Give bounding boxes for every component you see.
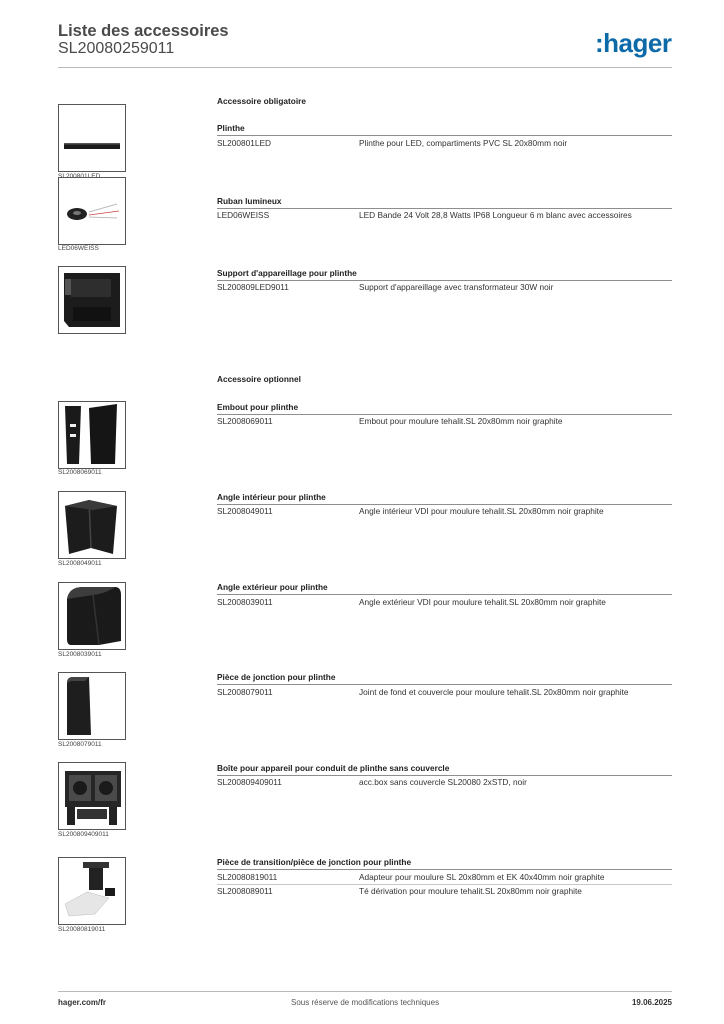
row-description: Joint de fond et couvercle pour moulure … bbox=[359, 687, 629, 697]
image-caption: SL20080790​11 bbox=[58, 741, 102, 748]
row-reference: SL20080490​11 bbox=[217, 506, 273, 516]
image-caption: SL20080490​11 bbox=[58, 560, 102, 567]
footer-website-link[interactable]: hager.com/fr bbox=[58, 998, 107, 1007]
product-image-jonction bbox=[58, 672, 126, 740]
hager-logo: :hager bbox=[595, 28, 672, 58]
image-caption: LED06WEISS bbox=[58, 245, 99, 252]
section-optional-title: Accessoire optionnel bbox=[217, 374, 301, 384]
product-image-ruban bbox=[58, 177, 126, 245]
row-reference: LED06WEISS bbox=[217, 210, 270, 220]
product-image-plinthe bbox=[58, 104, 126, 172]
group-title-plinthe: Plinthe bbox=[217, 123, 672, 136]
product-image-angle-interieur bbox=[58, 491, 126, 559]
row-reference: SL200801LED bbox=[217, 138, 271, 148]
row-description: Angle intérieur VDI pour moulure tehalit… bbox=[359, 506, 604, 516]
table-row: SL20080819011 Adapteur pour moulure SL 2… bbox=[217, 872, 672, 885]
image-caption: SL200801LED bbox=[58, 173, 100, 180]
product-image-transition bbox=[58, 857, 126, 925]
product-image-embout bbox=[58, 401, 126, 469]
row-description: Plinthe pour LED, compartiments PVC SL 2… bbox=[359, 138, 568, 148]
row-description: LED Bande 24 Volt 28,8 Watts IP68 Longue… bbox=[359, 210, 632, 220]
group-title-angle-exterieur: Angle extérieur pour plinthe bbox=[217, 582, 672, 595]
group-title-support: Support d'appareillage pour plinthe bbox=[217, 268, 672, 281]
row-description: Embout pour moulure tehalit.SL 20x80mm n… bbox=[359, 416, 563, 426]
header-divider bbox=[58, 67, 672, 68]
product-image-boite bbox=[58, 762, 126, 830]
group-title-transition: Pièce de transition/pièce de jonction po… bbox=[217, 857, 672, 870]
group-title-angle-interieur: Angle intérieur pour plinthe bbox=[217, 492, 672, 505]
row-reference: SL20080790​11 bbox=[217, 687, 273, 697]
row-reference: SL200809409011 bbox=[217, 777, 282, 787]
product-reference: SL20080259011 bbox=[58, 40, 175, 57]
row-reference: SL200809LED9011 bbox=[217, 282, 289, 292]
footer-date: 19.06.2025 bbox=[631, 998, 672, 1007]
row-description: Adapteur pour moulure SL 20x80mm et EK 4… bbox=[359, 872, 605, 882]
row-description: Support d'appareillage avec transformate… bbox=[359, 282, 554, 292]
group-title-embout: Embout pour plinthe bbox=[217, 402, 672, 415]
row-reference: SL20080819011 bbox=[217, 872, 278, 882]
row-reference: SL20080390​11 bbox=[217, 597, 273, 607]
row-reference: SL20080690​11 bbox=[217, 416, 273, 426]
footer-divider bbox=[58, 991, 672, 992]
row-description: Té dérivation pour moulure tehalit.SL 20… bbox=[359, 886, 582, 896]
group-title-ruban: Ruban lumineux bbox=[217, 196, 672, 209]
row-reference: SL20080890​11 bbox=[217, 886, 273, 896]
footer-disclaimer: Sous réserve de modifications techniques bbox=[291, 998, 440, 1007]
image-caption: SL20080819011 bbox=[58, 926, 106, 933]
product-image-support bbox=[58, 266, 126, 334]
row-description: Angle extérieur VDI pour moulure tehalit… bbox=[359, 597, 606, 607]
product-image-angle-exterieur bbox=[58, 582, 126, 650]
group-title-boite: Boîte pour appareil pour conduit de plin… bbox=[217, 763, 672, 776]
image-caption: SL200806901​1 bbox=[58, 469, 102, 476]
row-description: acc.box sans couvercle SL20080 2xSTD, no… bbox=[359, 777, 527, 787]
image-caption: SL200809409011 bbox=[58, 831, 109, 838]
image-caption: SL20080390​11 bbox=[58, 651, 102, 658]
page-title: Liste des accessoires bbox=[58, 22, 229, 40]
section-mandatory-title: Accessoire obligatoire bbox=[217, 96, 306, 106]
group-title-jonction: Pièce de jonction pour plinthe bbox=[217, 672, 672, 685]
